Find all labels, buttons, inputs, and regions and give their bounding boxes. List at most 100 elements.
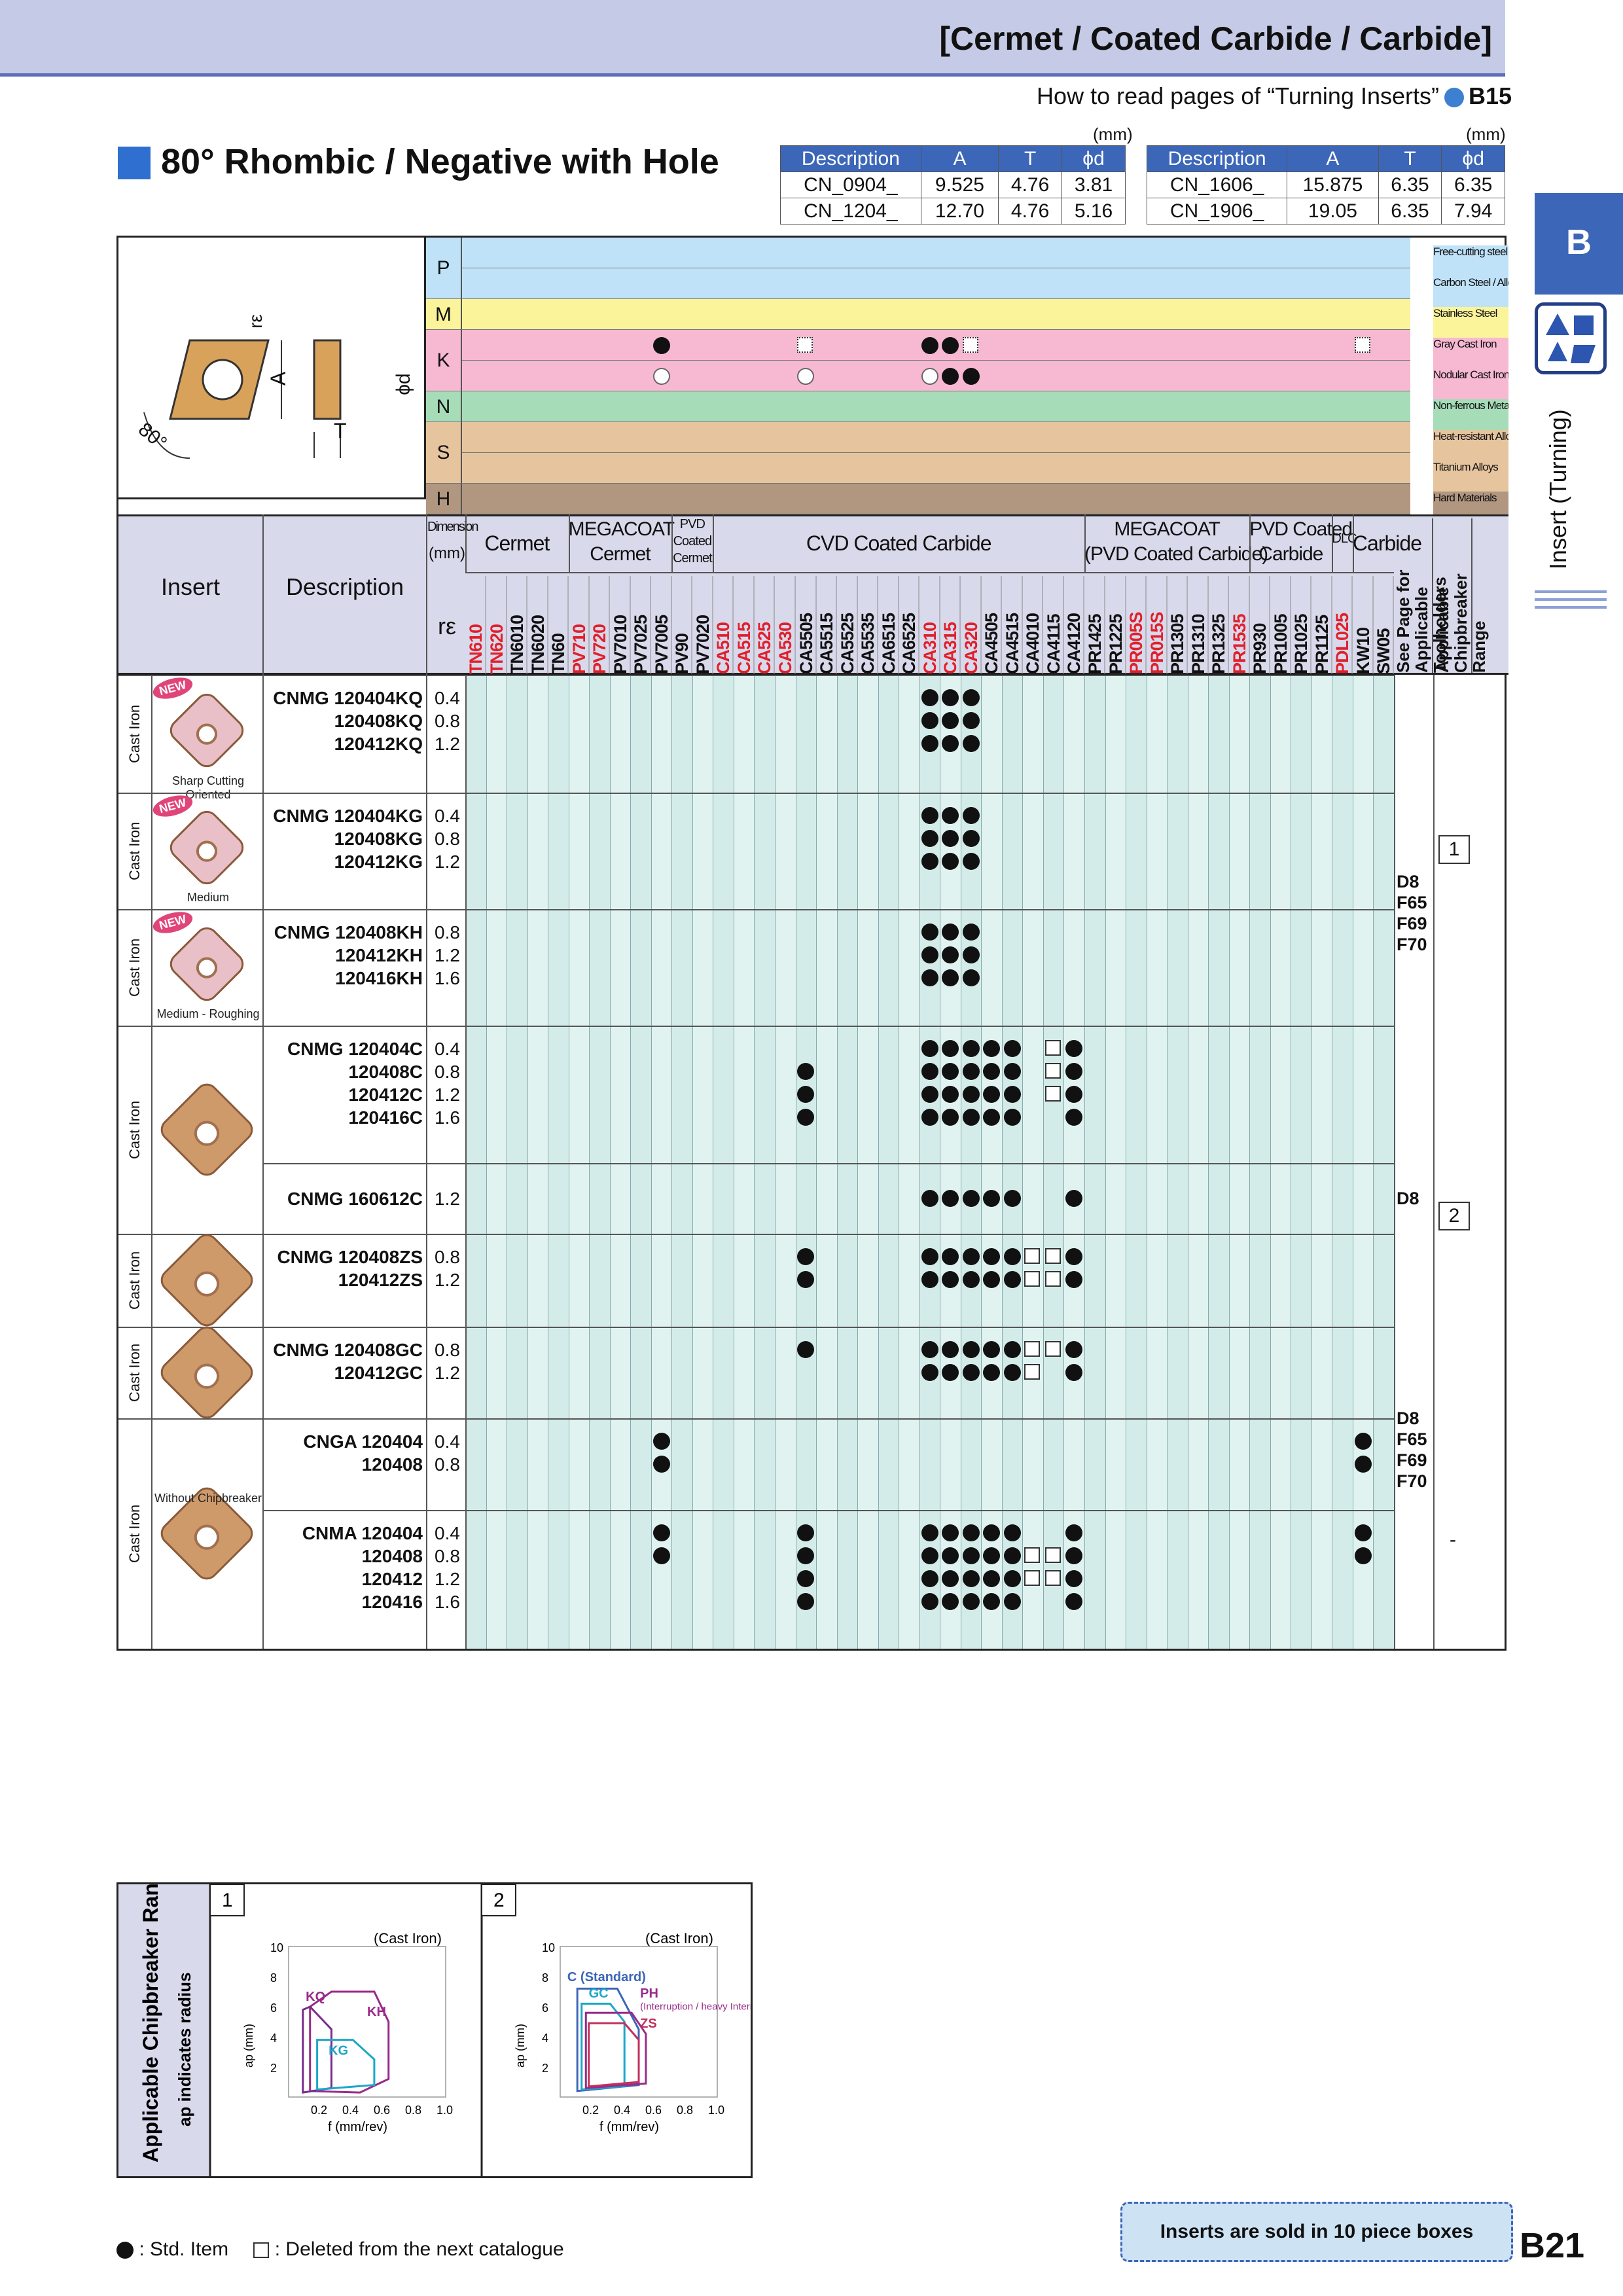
std-item-dot-icon	[1354, 1547, 1372, 1564]
see-page-a: D8 F65 F69 F70	[1397, 872, 1427, 954]
insert-re: 0.8	[435, 1546, 460, 1566]
howto-page-ref[interactable]: B15	[1468, 82, 1512, 109]
std-item-dot-icon	[797, 1063, 815, 1080]
std-item-dot-icon	[962, 1341, 980, 1358]
grade-CA530: CA530	[776, 576, 796, 674]
std-item-dot-icon	[942, 1040, 959, 1057]
grade-column	[775, 675, 796, 1649]
material-dot-icon	[942, 336, 959, 354]
material-ring-icon	[652, 367, 670, 385]
grade-PR1125: PR1125	[1311, 576, 1332, 674]
grade-column	[609, 675, 631, 1649]
std-item-dot-icon	[942, 735, 959, 752]
insert-re: 1.6	[435, 968, 460, 988]
material-label: Nodular Cast Iron	[1433, 368, 1508, 399]
insert-re: 0.4	[435, 806, 460, 826]
std-item-dot-icon	[652, 1433, 670, 1450]
grade-group-box	[1332, 514, 1353, 573]
chip-range-box-1[interactable]: 1	[1438, 835, 1470, 864]
std-item-dot-icon	[942, 1593, 959, 1610]
material-dot-icon	[921, 336, 938, 354]
std-item-dot-icon	[1065, 1086, 1083, 1103]
std-item-dot-icon	[797, 1086, 815, 1103]
grade-PR015S: PR015S	[1147, 576, 1168, 674]
std-item-dot-icon	[797, 1524, 815, 1541]
row-separator	[262, 1163, 1394, 1164]
section-tab-b[interactable]: B	[1535, 193, 1623, 295]
insert-caption: Sharp Cutting Oriented	[171, 774, 245, 801]
howto-text[interactable]: How to read pages of “Turning Inserts”	[1037, 82, 1469, 110]
grade-PR930: PR930	[1250, 576, 1270, 674]
insert-caption: Without Chipbreaker	[154, 1492, 262, 1505]
std-item-dot-icon	[962, 689, 980, 706]
deleted-item-square-icon	[1024, 1364, 1041, 1380]
std-item-dot-icon	[962, 807, 980, 824]
std-item-dot-icon	[921, 1570, 938, 1587]
grade-CA6515: CA6515	[878, 576, 899, 674]
row-material: Cast Iron	[126, 704, 143, 763]
header-title: [Cermet / Coated Carbide / Carbide]	[939, 20, 1492, 57]
std-item-dot-icon	[921, 689, 938, 706]
material-band-S	[462, 453, 1410, 484]
dim-cell: CN_1204_	[780, 198, 921, 224]
std-item-dot-icon	[1065, 1547, 1083, 1564]
desc-divider	[426, 675, 427, 1649]
material-letter-N: N	[426, 391, 462, 422]
std-item-dot-icon	[962, 1190, 980, 1207]
grade-PV7005: PV7005	[651, 576, 672, 674]
chart-num-box	[209, 1884, 245, 1916]
series-label: KH	[367, 2005, 386, 2019]
std-item-dot-icon	[921, 1248, 938, 1265]
grade-CA4515: CA4515	[1002, 576, 1023, 674]
grade-group-label: PVD Coated	[1249, 518, 1353, 540]
std-item-dot-icon	[1003, 1547, 1021, 1564]
std-item-dot-icon	[797, 1593, 815, 1610]
grade-column	[1187, 675, 1209, 1649]
std-item-dot-icon	[962, 1271, 980, 1288]
insert-re: 0.8	[435, 1247, 460, 1267]
std-item-dot-icon	[797, 1341, 815, 1358]
deleted-item-square-icon	[1024, 1271, 1041, 1287]
material-dot-icon	[652, 336, 670, 354]
see-page-divider	[1394, 675, 1395, 1649]
std-item-dot-icon	[921, 1190, 938, 1207]
insert-heading: Insert	[160, 573, 221, 600]
grade-column	[465, 675, 486, 1649]
grade-group-label: Carbide	[1352, 531, 1422, 555]
std-item-dot-icon	[962, 1086, 980, 1103]
insert-re: 0.8	[435, 1454, 460, 1475]
sold-note: Inserts are sold in 10 piece boxes	[1120, 2202, 1513, 2262]
grade-group-label: PVD Coated Cermet	[673, 517, 713, 565]
insert-re: 1.2	[435, 1085, 460, 1105]
std-item-dot-icon	[652, 1456, 670, 1473]
insert-description: 120412ZS	[338, 1270, 423, 1290]
insert-re: 1.2	[435, 1363, 460, 1383]
row-material: Cast Iron	[126, 1343, 143, 1402]
row-separator	[118, 1234, 1394, 1235]
grade-CA515: CA515	[734, 576, 755, 674]
row-material: Cast Iron	[126, 1100, 143, 1159]
std-item-dot-icon	[921, 1063, 938, 1080]
drawing-t-label: T	[334, 419, 347, 442]
std-item-dot-icon	[116, 2242, 134, 2259]
y-tick: 6	[270, 2001, 277, 2015]
grade-PR1425: PR1425	[1085, 576, 1105, 674]
grade-CA6525: CA6525	[899, 576, 919, 674]
grade-column	[733, 675, 755, 1649]
std-item-dot-icon	[962, 1040, 980, 1057]
dim-cell: 4.76	[998, 198, 1063, 224]
mm-heading: (mm)	[429, 545, 465, 562]
std-item-dot-icon	[962, 712, 980, 729]
series-label: KQ	[306, 1990, 325, 2004]
std-item-dot-icon	[921, 1593, 938, 1610]
image-divider	[262, 675, 264, 1649]
grade-column	[1146, 675, 1168, 1649]
drawing-area	[118, 238, 426, 499]
deleted-item-square-icon	[1044, 1063, 1061, 1079]
header-area	[118, 514, 1508, 675]
chip-range-box-2[interactable]: 2	[1438, 1202, 1470, 1230]
drawing-phid-label: ϕd	[392, 373, 414, 395]
dim-header: T	[1378, 145, 1442, 172]
